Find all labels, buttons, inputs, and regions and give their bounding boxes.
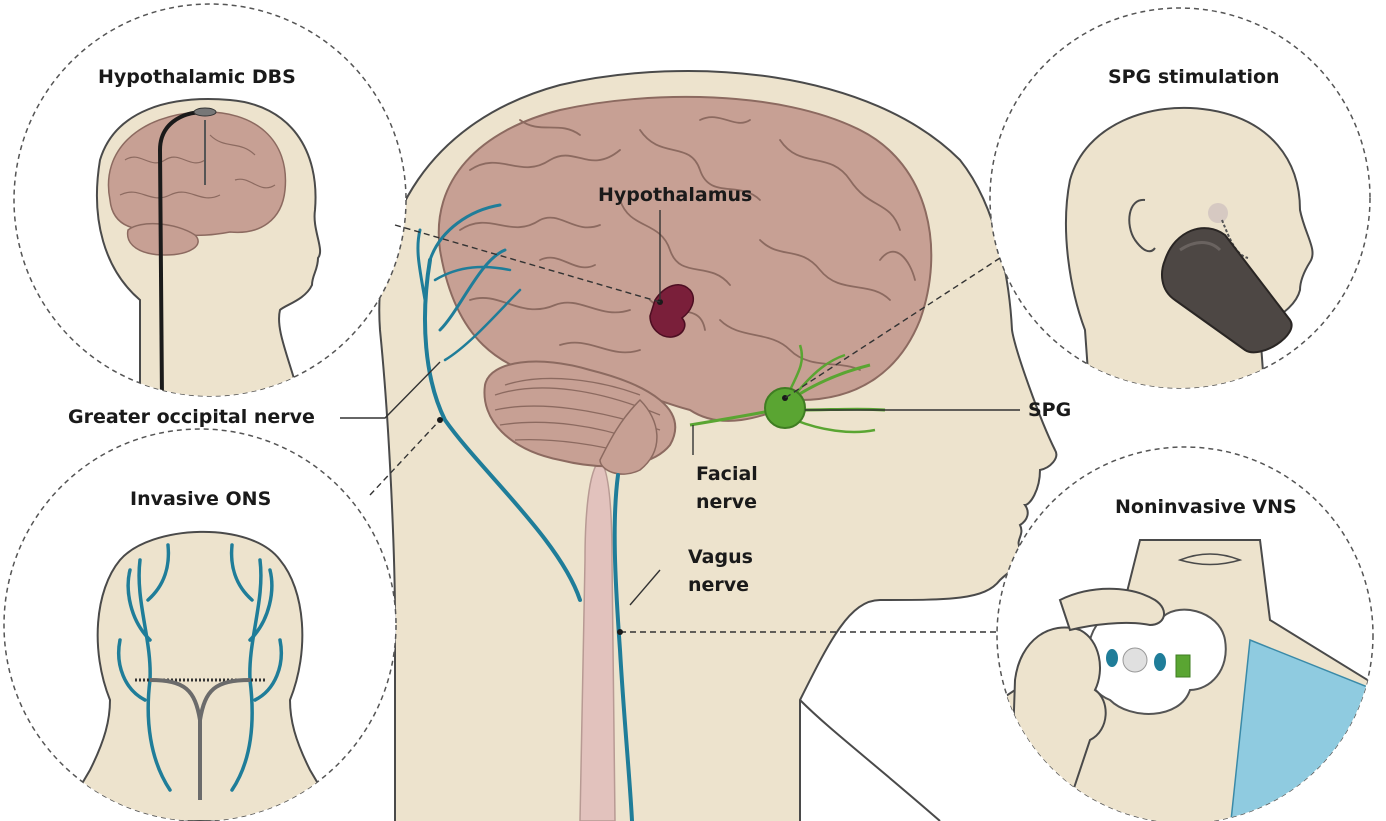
label-facial-nerve-line2: nerve [696, 490, 757, 514]
label-hypothalamus: Hypothalamus [598, 183, 752, 207]
label-spg: SPG [1028, 398, 1071, 422]
label-facial-nerve-line1: Facial [696, 462, 758, 486]
panel-title-invasive-ons: Invasive ONS [130, 487, 271, 511]
panel-hypothalamic-dbs [14, 4, 406, 400]
panel-title-spg-stimulation: SPG stimulation [1108, 65, 1280, 89]
label-greater-occipital-nerve: Greater occipital nerve [68, 405, 315, 429]
label-vagus-nerve-line1: Vagus [688, 545, 753, 569]
panel-title-dbs: Hypothalamic DBS [98, 65, 296, 89]
panel-title-noninvasive-vns: Noninvasive VNS [1115, 495, 1297, 519]
label-vagus-nerve-line2: nerve [688, 573, 749, 597]
